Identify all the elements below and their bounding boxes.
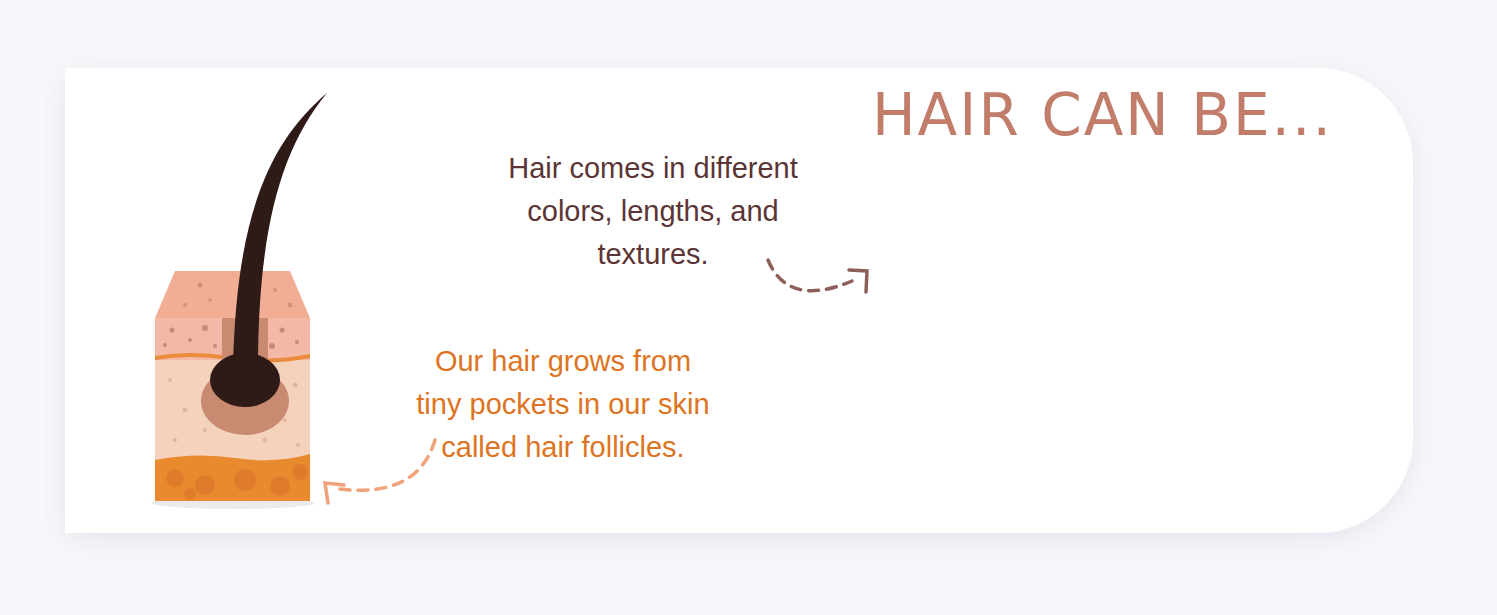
leader-arrow <box>768 260 867 292</box>
leader-arrow <box>325 440 435 503</box>
note-text: Our hair grows from tiny pockets in our … <box>410 340 716 469</box>
card-panel <box>65 68 1413 533</box>
hair-strand <box>233 93 327 370</box>
diagram-title: HAIR CAN BE... <box>872 80 1392 150</box>
note-text: Hair comes in different colors, lengths,… <box>478 147 828 276</box>
hair-follicle <box>201 93 327 435</box>
skin-block <box>151 271 315 509</box>
